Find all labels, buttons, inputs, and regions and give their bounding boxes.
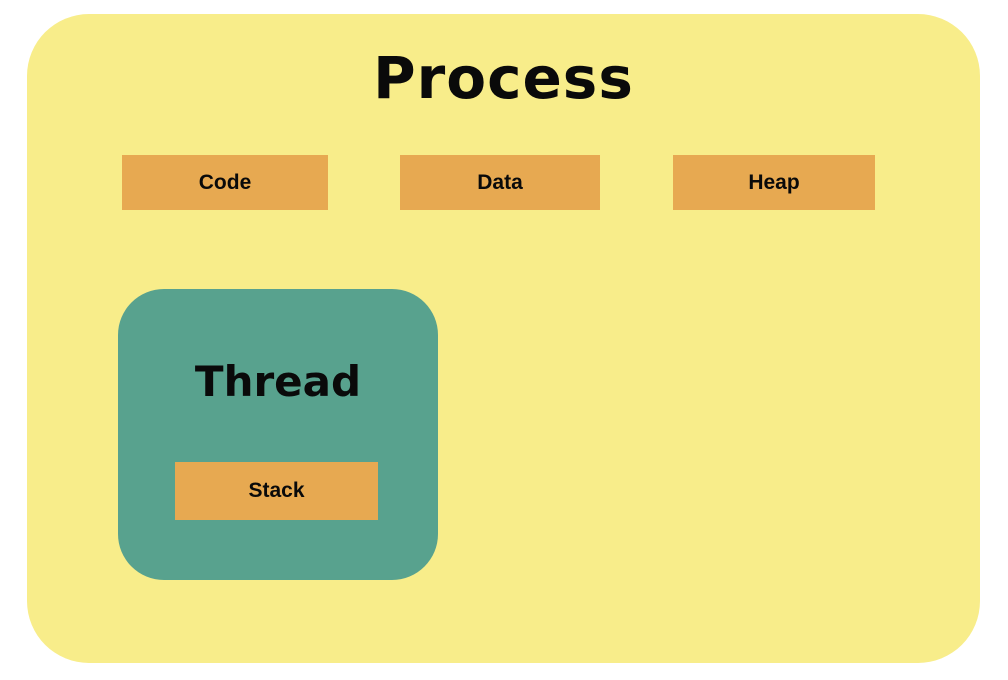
data-segment-label: Data [477,170,523,194]
heap-segment-label: Heap [748,170,800,194]
code-segment-label: Code [198,170,252,194]
code-segment: Code [122,155,328,210]
thread-container: Thread Stack [118,289,438,580]
thread-title: Thread [194,357,362,406]
data-segment: Data [400,155,600,210]
stack-segment-label: Stack [248,479,305,502]
process-container: Process Code Data Heap Thread Stack [27,14,980,663]
stack-segment: Stack [175,462,378,520]
process-title: Process [373,44,634,112]
heap-segment: Heap [673,155,875,210]
